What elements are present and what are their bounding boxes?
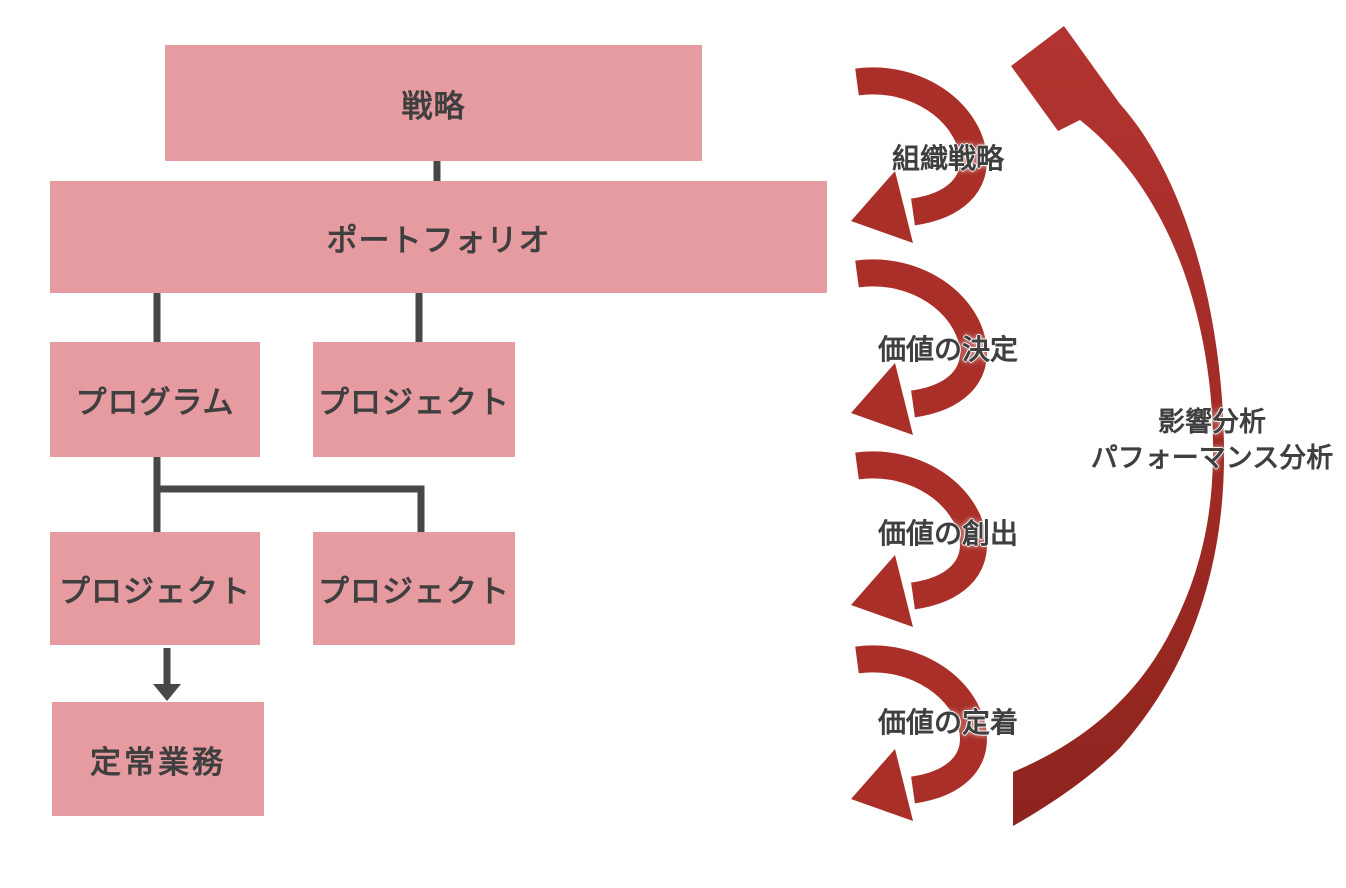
box-program-label: プログラム: [75, 385, 235, 420]
box-portfolio-label: ポートフォリオ: [326, 222, 551, 258]
box-routine-label: 定常業務: [90, 744, 226, 780]
feedback-arrow-label: 影響分析 パフォーマンス分析: [1062, 404, 1346, 477]
box-project-2: プロジェクト: [50, 532, 260, 645]
cycle-label-value-decision: 価値の決定: [877, 334, 1018, 365]
feedback-arrow-label-line1: 影響分析: [1158, 407, 1266, 437]
box-project-1: プロジェクト: [313, 342, 515, 457]
box-portfolio: ポートフォリオ: [50, 181, 827, 293]
feedback-arrow-label-line2: パフォーマンス分析: [1090, 443, 1334, 474]
box-routine: 定常業務: [52, 702, 264, 816]
box-project-3: プロジェクト: [313, 532, 515, 645]
cycle-label-organizational-strategy: 組織戦略: [891, 143, 1004, 174]
box-strategy-label: 戦略: [401, 88, 466, 124]
connector-lines: [153, 159, 441, 534]
connector-program-project3: [157, 485, 425, 534]
cycle-label-value-retention: 価値の定着: [877, 707, 1018, 738]
feedback-arrow: [1011, 26, 1225, 826]
box-project-1-label: プロジェクト: [318, 385, 510, 420]
box-strategy: 戦略: [165, 45, 702, 161]
box-project-2-label: プロジェクト: [59, 574, 251, 609]
box-project-3-label: プロジェクト: [318, 574, 510, 609]
cycle-label-value-creation: 価値の創出: [877, 518, 1018, 549]
box-program: プログラム: [50, 342, 260, 457]
arrow-project-routine: [153, 648, 181, 701]
